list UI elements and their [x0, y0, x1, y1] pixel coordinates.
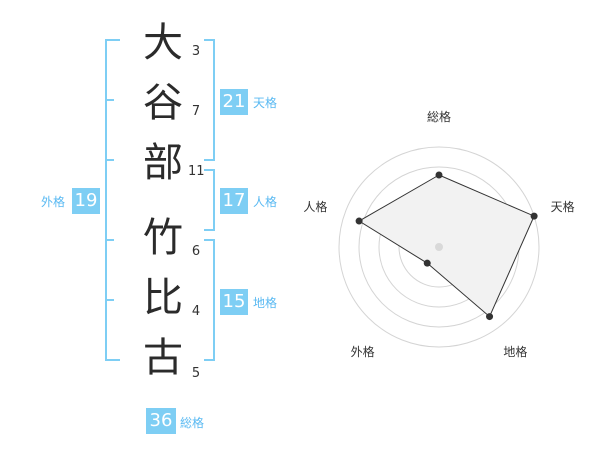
gaikaku-bracket — [105, 39, 120, 361]
radar-axis-label-1: 総格 — [427, 109, 451, 124]
chikaku-label: 地格 — [253, 296, 278, 310]
tenkaku-bracket — [204, 39, 215, 161]
name-char-4: 竹 — [143, 215, 183, 261]
gaikaku-value-badge: 19 — [72, 188, 100, 214]
soukaku-value-badge: 36 — [146, 408, 176, 434]
radar-area — [358, 174, 535, 318]
stroke-count-4: 6 — [191, 244, 201, 259]
radar-ring-5 — [338, 146, 540, 348]
radar-point-5 — [355, 217, 363, 225]
radar-axis-label-5: 人格 — [303, 199, 327, 214]
stroke-count-2: 7 — [191, 104, 201, 119]
radar-point-3 — [486, 313, 494, 321]
radar-points — [355, 171, 538, 321]
tenkaku-value-badge: 21 — [220, 89, 248, 115]
radar-center-dot — [435, 243, 443, 251]
jinkaku-label: 人格 — [253, 195, 278, 209]
name-char-5: 比 — [143, 275, 183, 321]
tenkaku-label: 天格 — [253, 96, 278, 110]
radar-point-2 — [530, 212, 538, 220]
name-char-1: 大 — [143, 20, 183, 66]
chikaku-bracket — [204, 239, 215, 361]
radar-point-1 — [435, 171, 443, 179]
name-char-3: 部 — [143, 140, 183, 186]
soukaku-label: 総格 — [180, 416, 205, 430]
stroke-count-5: 4 — [191, 304, 201, 319]
radar-axis-label-3: 地格 — [503, 344, 527, 359]
radar-axis-label-2: 天格 — [551, 199, 575, 214]
gaikaku-label: 外格 — [41, 195, 66, 209]
radar-axis-label-4: 外格 — [351, 344, 375, 359]
jinkaku-value-badge: 17 — [220, 188, 248, 214]
stroke-count-6: 5 — [191, 366, 201, 381]
jinkaku-bracket — [204, 169, 215, 231]
name-char-2: 谷 — [143, 80, 183, 126]
chikaku-value-badge: 15 — [220, 289, 248, 315]
stroke-count-3: 11 — [188, 164, 205, 179]
radar-point-4 — [423, 259, 431, 267]
stroke-count-1: 3 — [191, 44, 201, 59]
name-char-6: 古 — [143, 335, 183, 381]
